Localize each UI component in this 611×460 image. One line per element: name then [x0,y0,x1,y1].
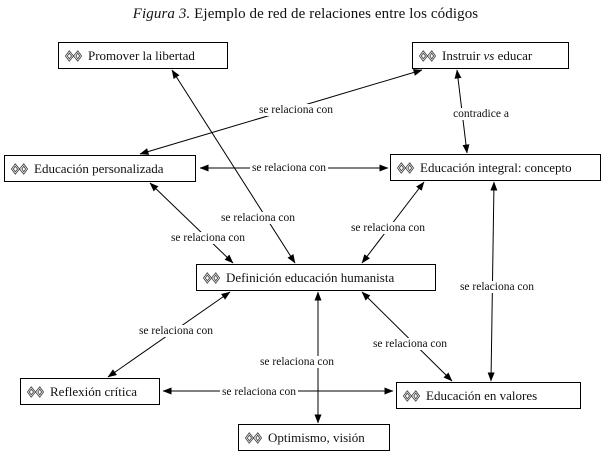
code-diamonds-icon [419,50,436,62]
edge-label-definicion-reflexion: se relaciona con [136,325,216,337]
edge-label-definicion-optimismo: se relaciona con [257,356,337,368]
node-reflexion-critica: Reflexión crítica [20,378,160,405]
node-label: Promover la libertad [88,47,195,63]
node-label: Educación integral: concepto [420,159,572,175]
node-educacion-en-valores: Educación en valores [396,382,581,409]
node-instruir-vs-educar: Instruir vs educar [412,42,569,69]
edge-label-definicion-integral: se relaciona con [348,222,428,234]
edge-label-personalizada-integral: se relaciona con [249,162,329,174]
code-diamonds-icon [65,50,82,62]
node-educacion-integral-concepto: Educación integral: concepto [390,154,601,181]
edge-label-integral-valores: se relaciona con [457,281,537,293]
node-label: Educación en valores [426,387,538,403]
edge-label-definicion-valores: se relaciona con [370,338,450,350]
edge-label-instruir-integral: contradice a [451,108,511,120]
node-optimismo-vision: Optimismo, visión [238,424,390,451]
node-definicion-educacion-humanista: Definición educación humanista [196,264,436,291]
code-diamonds-icon [397,162,414,174]
edge-label-reflexion-valores: se relaciona con [219,386,299,398]
node-label: Reflexión crítica [50,383,137,399]
code-diamonds-icon [403,390,420,402]
edge-line-promover-definicion [171,69,296,264]
edge-line-definicion-personalizada [149,182,234,264]
node-promover-la-libertad: Promover la libertad [58,42,228,69]
node-label: Educación personalizada [34,160,164,176]
edge-label-promover-definicion: se relaciona con [218,212,298,224]
figure-number: Figura 3. [132,6,191,22]
code-diamonds-icon [203,272,220,284]
code-diamonds-icon [245,432,262,444]
node-label: Optimismo, visión [268,429,365,445]
edge-label-definicion-personalizada: se relaciona con [168,232,248,244]
node-educacion-personalizada: Educación personalizada [4,155,196,182]
figure-caption: Ejemplo de red de relaciones entre los c… [190,6,479,22]
node-label: Instruir vs educar [442,47,533,63]
figure-title: Figura 3. Ejemplo de red de relaciones e… [0,6,611,23]
edge-line-definicion-valores [361,291,453,382]
code-diamonds-icon [11,163,28,175]
node-label: Definición educación humanista [226,269,395,285]
edge-label-personalizada-instruir: se relaciona con [256,104,336,116]
code-diamonds-icon [27,386,44,398]
